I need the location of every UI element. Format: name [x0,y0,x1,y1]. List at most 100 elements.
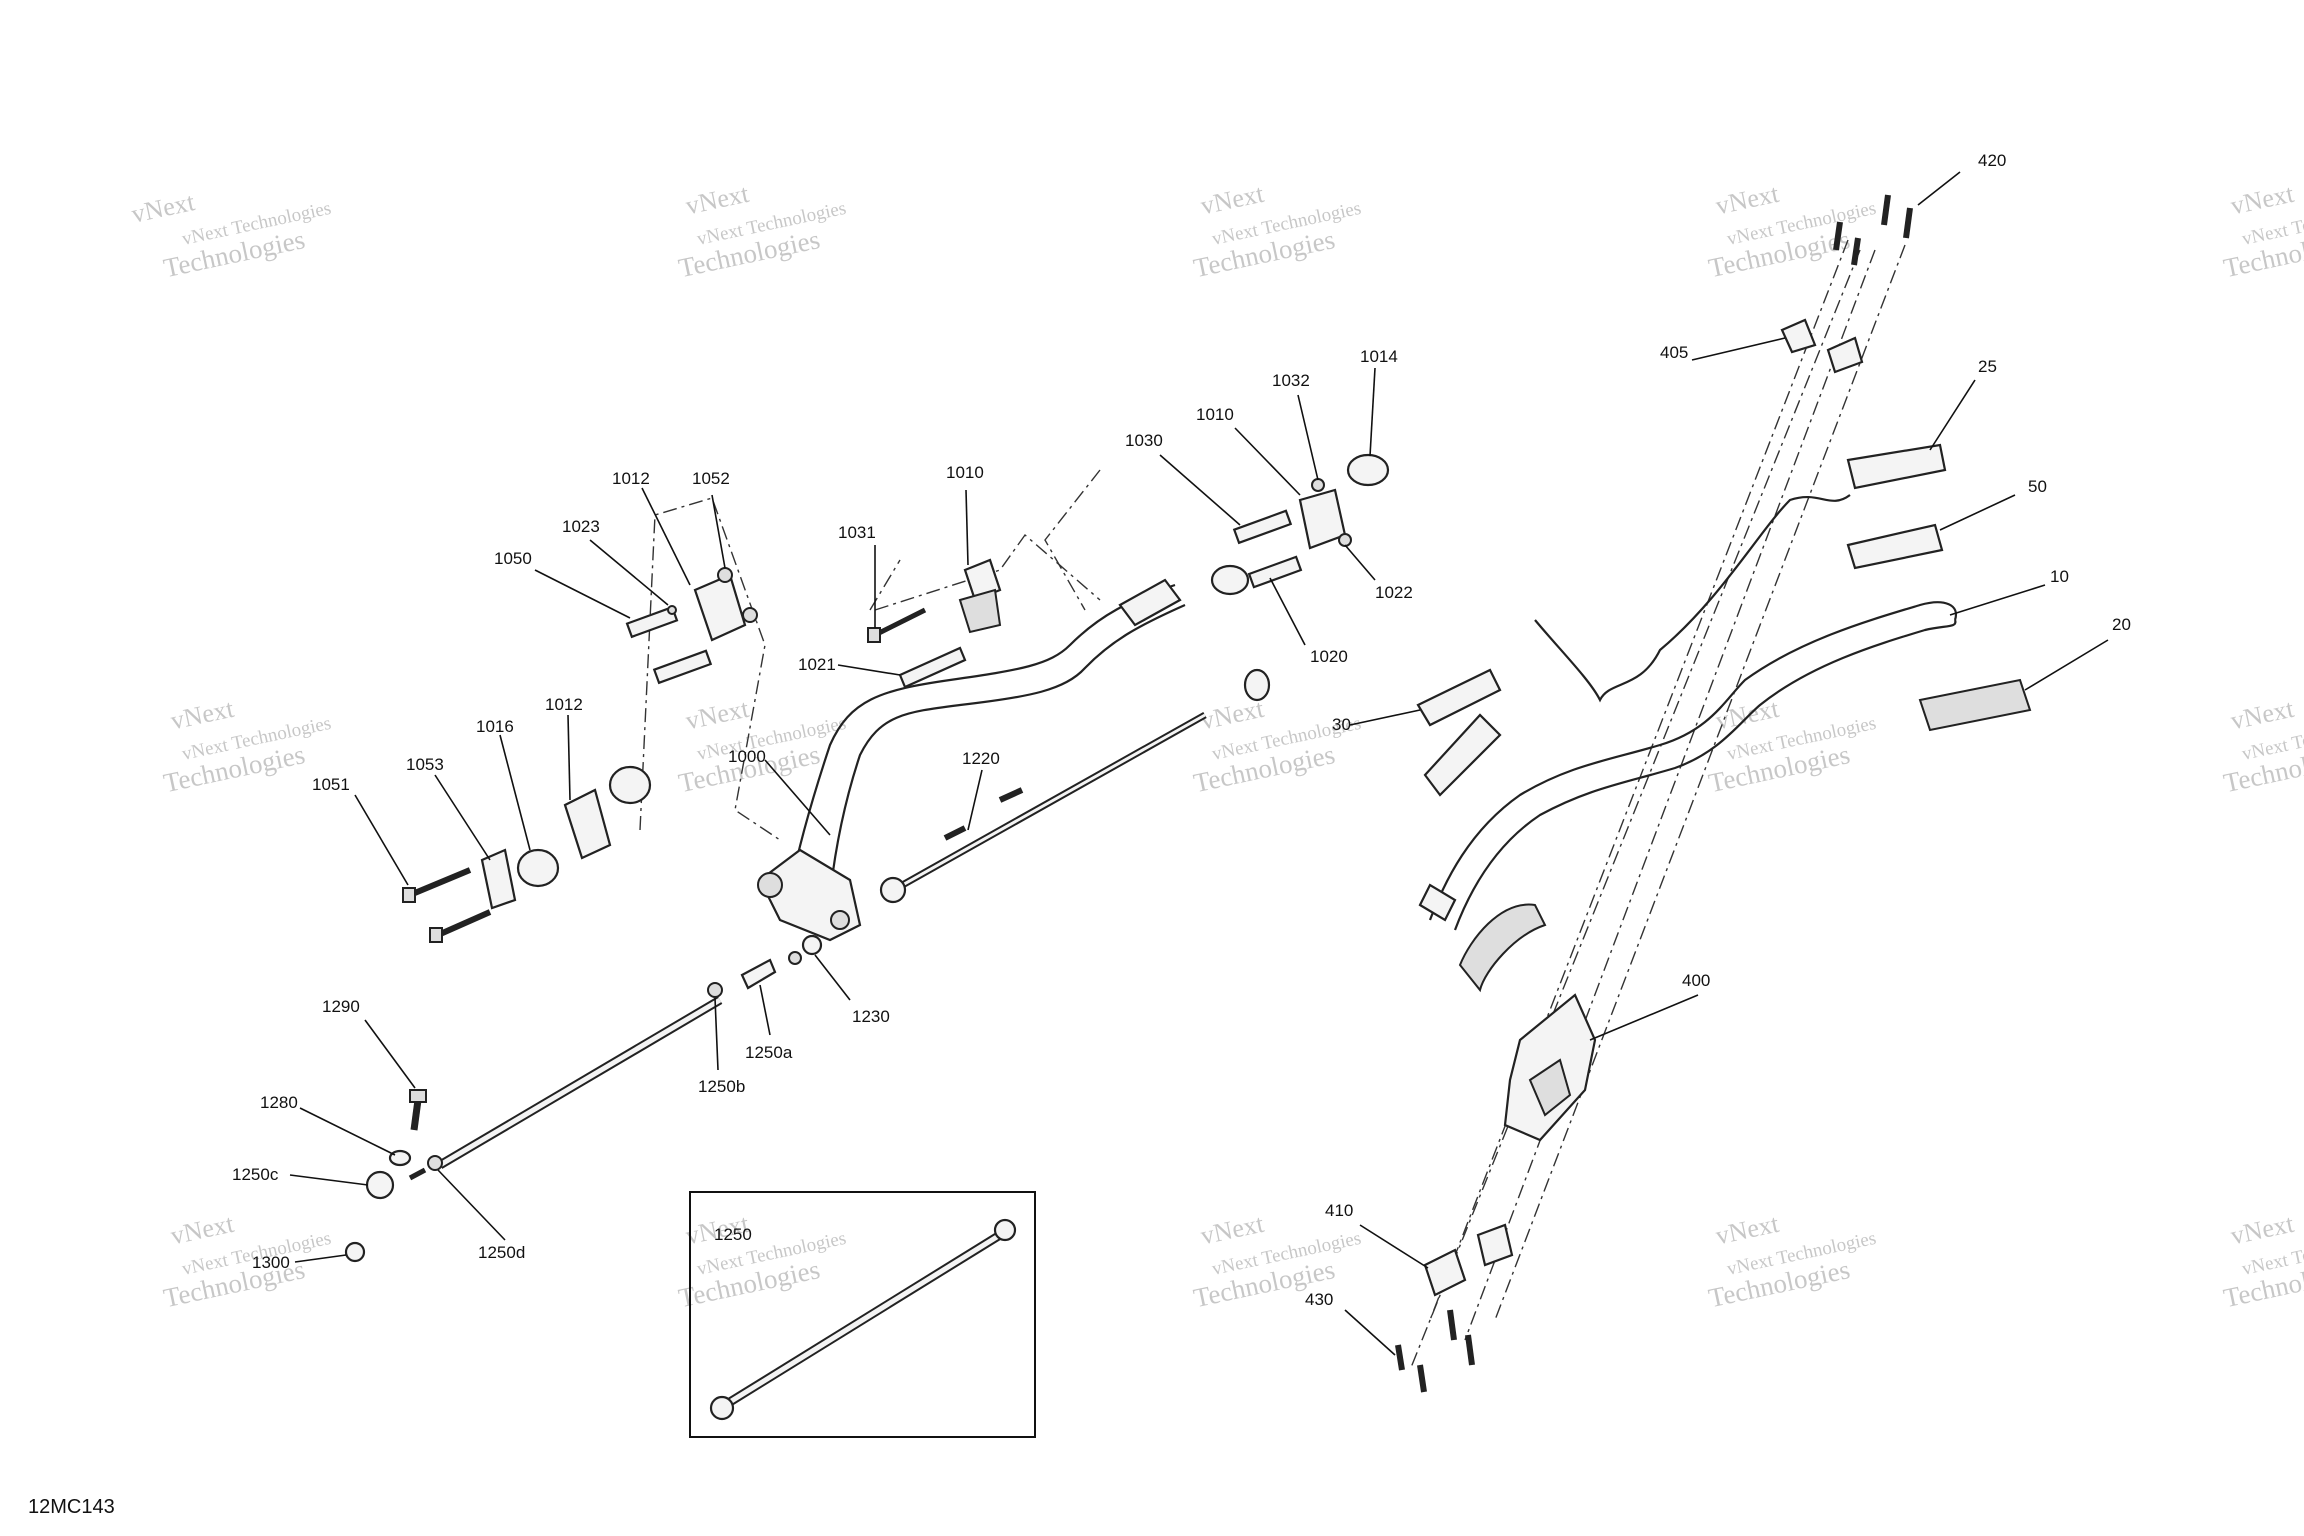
handlebar-tube [1428,601,1958,921]
ring-1012 [608,765,652,805]
bolt-430 [1465,1334,1475,1366]
pin-1030 [1232,509,1293,545]
leader-1290 [364,1019,416,1089]
bolt-420 [1881,194,1891,226]
leader-50 [1939,494,2016,531]
leader-1014 [1369,367,1376,457]
callout-10: 10 [2050,567,2069,586]
callout-1012: 1012 [545,695,583,714]
riser-bracket-400-detail [1528,1058,1572,1117]
nut-1032 [1311,478,1325,492]
callout-410: 410 [1325,1201,1353,1220]
pin-1053-upper [652,649,713,685]
pin-1020 [1247,555,1303,589]
callout-1051: 1051 [312,775,350,794]
left-grip-20 [1458,903,1547,993]
rod-end-1250c [365,1170,395,1200]
watermark-stamp: vNext [1198,1209,1267,1251]
watermark-stamp: vNext [683,179,752,221]
watermarks: vNext vNext Technologies Technologies vN… [129,179,2304,1314]
bolt-1290-head [409,1089,427,1103]
leader-1250c [289,1174,369,1186]
watermark-stamp: vNext [129,187,198,229]
leader-1010b [965,489,969,566]
alignment-line [1044,469,1101,611]
bolt-1290 [410,1099,422,1131]
leader-1250d [437,1169,506,1241]
handlebar-tube-outline [1453,619,1957,931]
leader-1000 [764,759,831,836]
leader-1010a [1234,427,1301,496]
leader-1051 [354,794,409,886]
leader-1300 [294,1254,347,1263]
leader-1250a [759,984,771,1036]
leader-410 [1359,1224,1429,1269]
callout-1250a: 1250a [745,1043,793,1062]
bushing [1210,564,1250,596]
throttle-sleeve-30 [1416,668,1502,727]
callout-1016: 1016 [476,717,514,736]
callout-1220: 1220 [962,749,1000,768]
inset-rod-end-left [709,1395,735,1421]
leader-1220 [967,769,983,831]
callout-1000: 1000 [728,747,766,766]
grip-20 [1918,678,2032,732]
tie-rod-end-lower [879,876,907,904]
callout-1010: 1010 [1196,405,1234,424]
bolt-1031 [873,607,927,638]
bolt-1051-head [402,887,416,903]
callout-400: 400 [1682,971,1710,990]
bolt-1031-head [867,627,881,643]
callout-labels: 420 405 25 50 10 20 30 400 410 430 1014 … [232,151,2131,1309]
leader-1022 [1344,544,1376,581]
inset-label: 1250 [714,1225,752,1244]
watermark-stamp: vNext [683,694,752,736]
washer-1280 [388,1149,412,1167]
tie-rod-upper-highlight [889,713,1206,894]
callout-1012: 1012 [612,469,650,488]
leader-30 [1349,709,1421,726]
nut-1022 [1338,533,1352,547]
pivot-hole [830,910,850,930]
callout-30: 30 [1332,715,1351,734]
bearing-housing-1010-lower [958,588,1002,634]
callout-50: 50 [2028,477,2047,496]
callout-1020: 1020 [1310,647,1348,666]
callout-1050: 1050 [494,549,532,568]
inset-rod-end-right [993,1218,1017,1242]
watermark-stamp: vNext [168,1209,237,1251]
steering-column-tube-outline [828,603,1186,896]
ring-1014 [1346,453,1390,487]
watermark-stamp: vNext [2228,694,2297,736]
watermark-stamp: vNext [2228,179,2297,221]
bearing-housing-1012-lower [563,788,612,860]
grip-50 [1846,523,1944,570]
bolt-420 [1833,221,1843,251]
bolt-430 [1417,1364,1427,1393]
callout-1230: 1230 [852,1007,890,1026]
lower-clamp-410 [1423,1248,1467,1297]
plate-1053 [480,848,517,910]
leader-405 [1691,337,1786,361]
callout-1014: 1014 [1360,347,1398,366]
callout-1250d: 1250d [478,1243,525,1262]
grip-end [1418,883,1457,922]
callout-1021: 1021 [798,655,836,674]
callout-1280: 1280 [260,1093,298,1112]
watermark-stamp: vNext [1713,1209,1782,1251]
leader-1030 [1159,454,1241,526]
bearing-housing-1010 [963,558,1002,602]
washer-1230 [788,951,802,965]
callout-1030: 1030 [1125,431,1163,450]
callout-1290: 1290 [322,997,360,1016]
leader-430 [1344,1309,1396,1356]
handlebar-assembly [1395,194,2032,1393]
watermark-stamp: vNext [2228,1209,2297,1251]
bearing-housing-1012-upper [693,573,747,642]
alignment-line [874,533,1101,611]
callout-1022: 1022 [1375,583,1413,602]
steering-column-assembly [344,453,1390,1263]
leader-1250b [714,997,719,1071]
tie-rod-end-upper [1243,668,1271,702]
grip-sleeve-30b [1423,713,1502,797]
